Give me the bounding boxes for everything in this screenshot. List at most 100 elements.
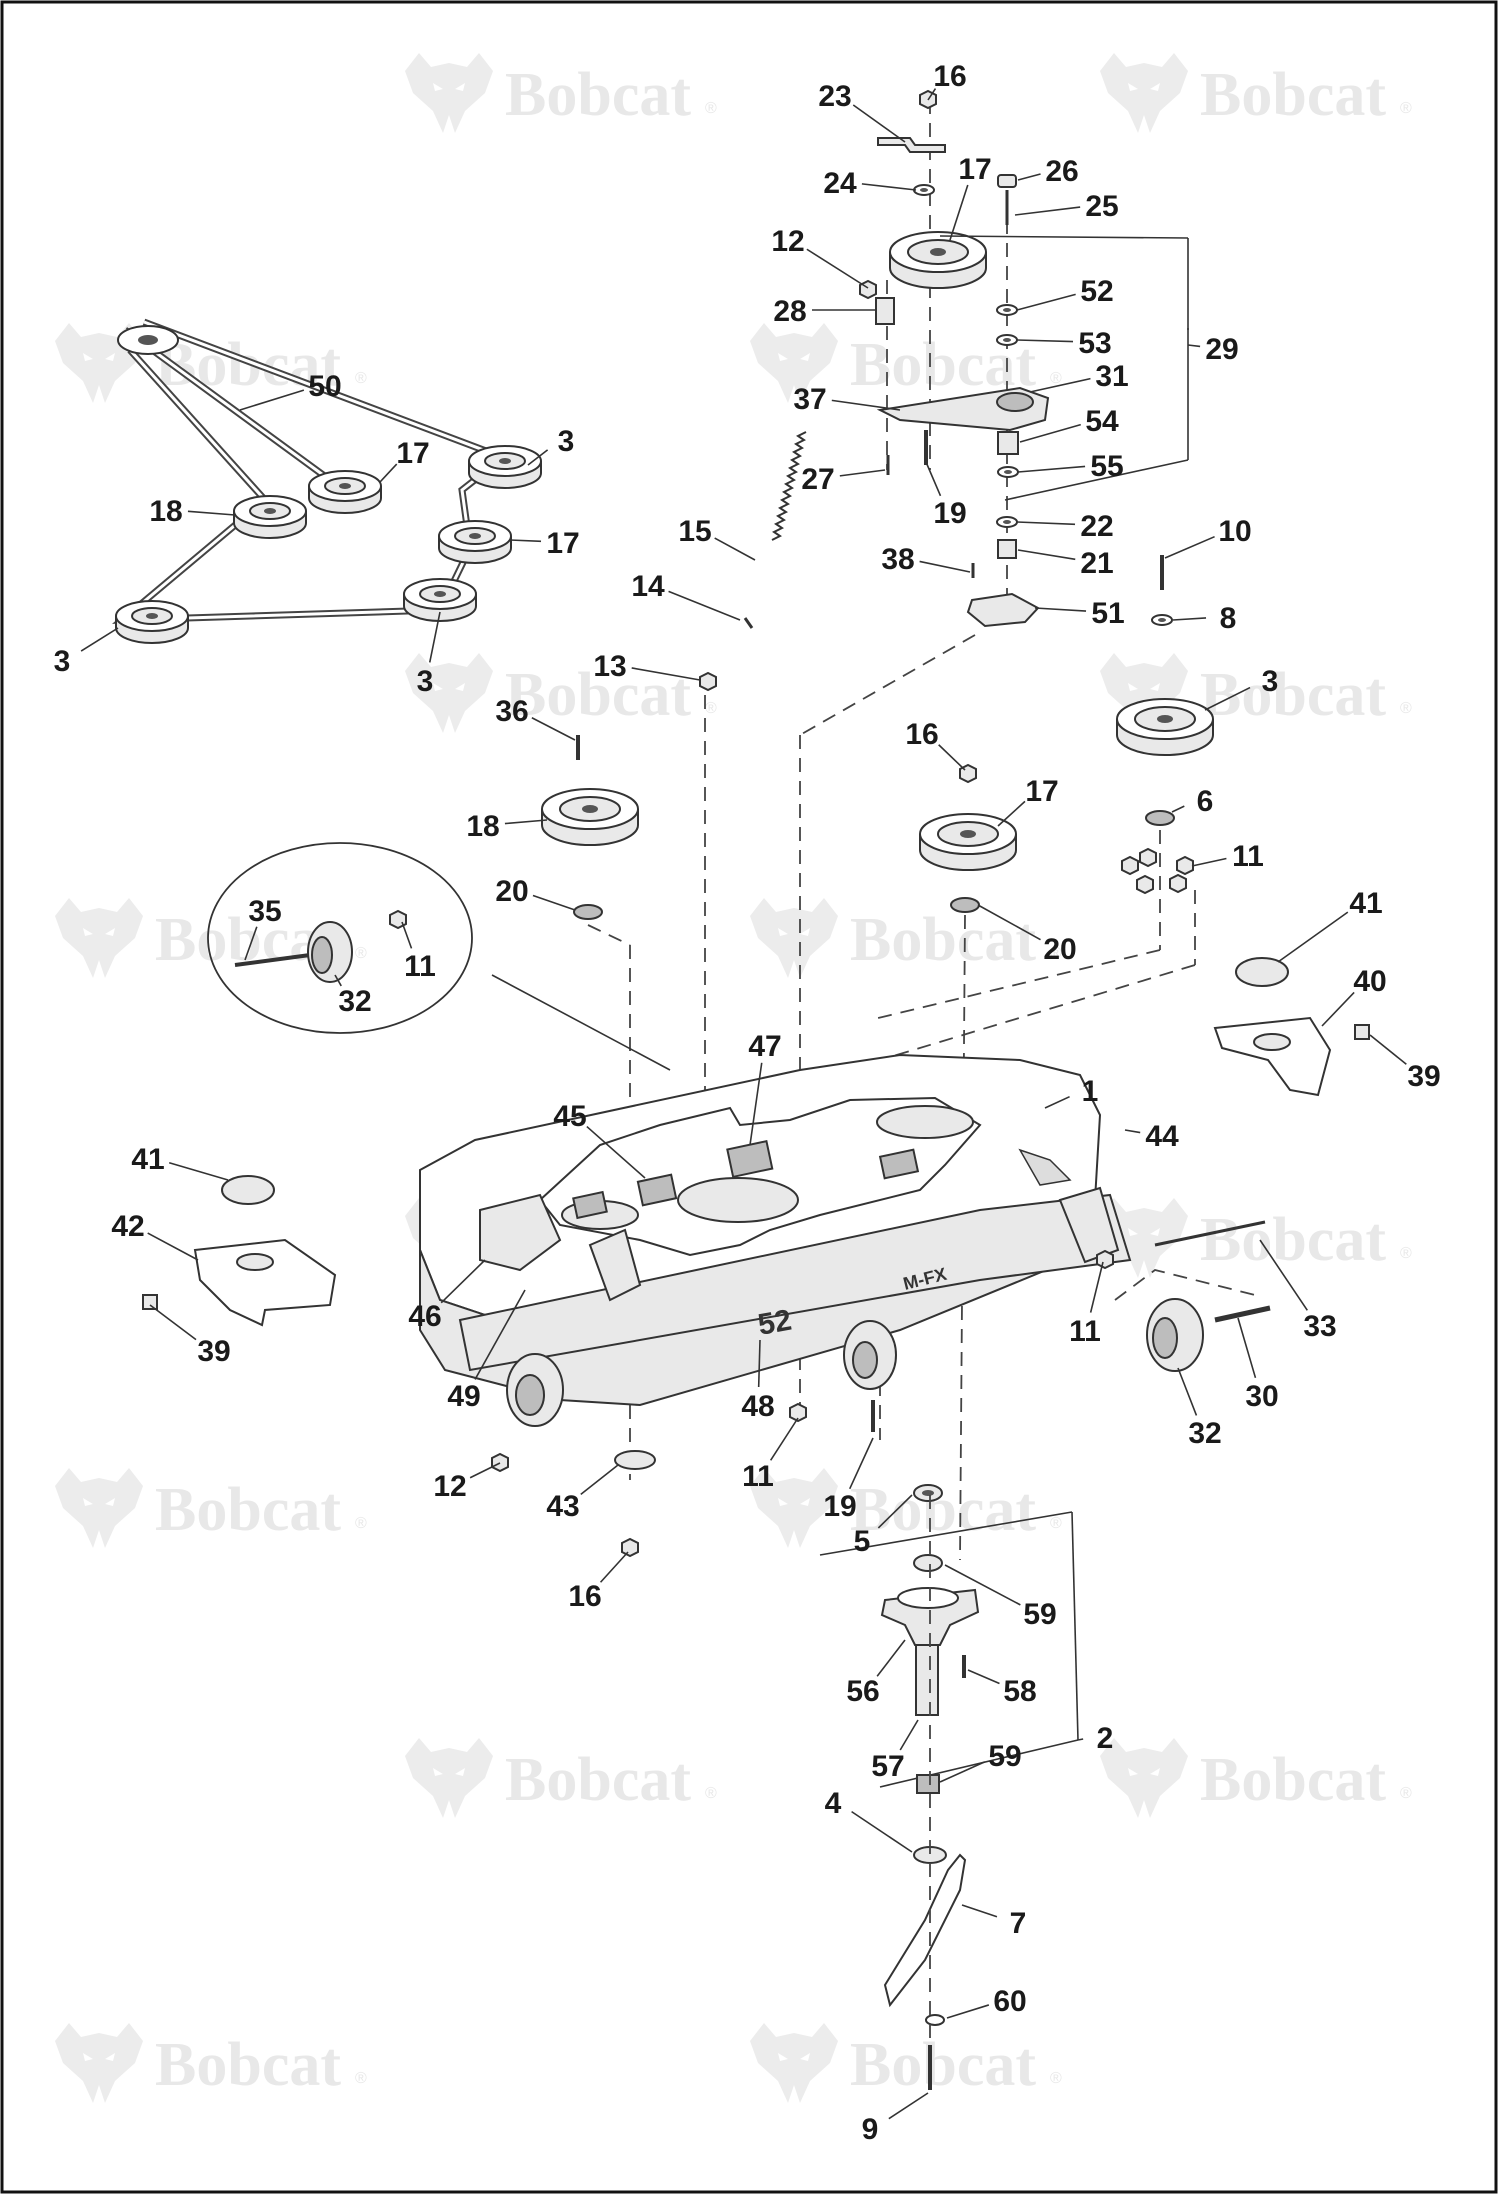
bobcat-logo-icon: [750, 898, 838, 978]
callout-number-42: 42: [111, 1210, 144, 1243]
callout-number-6: 6: [1197, 785, 1214, 818]
callout-leader: [239, 389, 305, 411]
callout-number-50: 50: [308, 370, 341, 403]
callout-number-54: 54: [1085, 405, 1119, 438]
deck-top-plate: [538, 1096, 982, 1257]
cap-26: [997, 174, 1017, 188]
callout-leader: [757, 1339, 761, 1388]
callout-leader: [334, 974, 342, 987]
bushing-54: [997, 431, 1019, 455]
callout-number-27: 27: [801, 463, 834, 496]
bobcat-watermark-reg: ®: [355, 1515, 367, 1532]
callout-number-43: 43: [546, 1490, 579, 1523]
callout-leader: [1171, 805, 1185, 813]
callout-number-21: 21: [1080, 547, 1113, 580]
bobcat-logo-icon: [405, 53, 493, 133]
callout-leader: [946, 2004, 990, 2019]
nut-11-c: [1176, 856, 1194, 875]
lower-left-fasteners: [491, 1400, 875, 1557]
washer-8: [1151, 614, 1173, 626]
bobcat-watermark-reg: ®: [705, 100, 717, 117]
bobcat-watermark: Bobcat®: [1100, 653, 1412, 733]
bobcat-watermark-reg: ®: [705, 1785, 717, 1802]
callout-leader: [1237, 1317, 1257, 1379]
callout-leader: [440, 1259, 486, 1304]
callout-leader: [1321, 991, 1355, 1027]
callout-leader: [919, 560, 971, 573]
callout-number-23: 23: [818, 80, 851, 113]
callout-leader: [925, 461, 942, 497]
callout-number-53: 53: [1078, 327, 1111, 360]
callout-number-55: 55: [1090, 450, 1123, 483]
callout-leader: [1204, 686, 1251, 711]
callout-leader: [504, 819, 548, 825]
callout-leader: [531, 717, 576, 741]
callout-leader: [1017, 549, 1076, 561]
callout-number-3: 3: [54, 645, 71, 678]
idler-pulley-18: [233, 495, 307, 539]
bobcat-watermark-reg: ®: [1400, 1785, 1412, 1802]
callout-number-5: 5: [854, 1525, 871, 1558]
callout-leader: [839, 469, 886, 477]
callout-leader: [714, 537, 756, 561]
callout-number-32: 32: [1188, 1417, 1221, 1450]
callout-leader: [1029, 377, 1091, 393]
bobcat-watermark: Bobcat®: [750, 1468, 1062, 1548]
bobcat-watermark-reg: ®: [1050, 2070, 1062, 2087]
callout-number-16: 16: [568, 1580, 601, 1613]
callout-number-29: 29: [1205, 333, 1238, 366]
callout-leader: [944, 1564, 1021, 1606]
axle-30: [1214, 1305, 1271, 1323]
bobcat-logo-icon: [55, 898, 143, 978]
bobcat-watermark-reg: ®: [1050, 370, 1062, 387]
bobcat-watermark-text: Bobcat: [1200, 1746, 1386, 1814]
callout-number-59: 59: [1023, 1598, 1056, 1631]
callout-leaders: [80, 88, 1407, 2120]
callout-number-19: 19: [933, 497, 966, 530]
washer-24: [913, 184, 935, 196]
callout-number-11: 11: [404, 950, 436, 983]
callout-number-7: 7: [1010, 1907, 1027, 1940]
callout-leader: [997, 800, 1026, 827]
bobcat-logo-icon: [750, 2023, 838, 2103]
callout-leader: [927, 88, 937, 101]
front-rail: [458, 1193, 1132, 1372]
callout-number-17: 17: [1025, 775, 1058, 808]
callout-number-39: 39: [1407, 1060, 1440, 1093]
callout-number-58: 58: [1003, 1675, 1036, 1708]
callout-leader: [1019, 423, 1081, 443]
callout-leader: [1016, 293, 1076, 311]
callout-number-3: 3: [1262, 665, 1279, 698]
callout-number-17: 17: [396, 437, 429, 470]
callout-number-60: 60: [993, 1985, 1026, 2018]
callout-leader: [527, 449, 549, 466]
side-guards: [142, 957, 1370, 1327]
callout-leader: [1191, 857, 1227, 867]
nut-11-a: [1121, 856, 1139, 875]
guard-40: [1213, 1016, 1332, 1097]
callout-leader: [401, 921, 413, 949]
bobcat-watermark: Bobcat®: [1100, 1198, 1412, 1278]
callout-leader: [509, 539, 542, 543]
callout-leader: [1164, 535, 1215, 559]
callout-leader: [147, 1232, 199, 1261]
callout-number-18: 18: [466, 810, 499, 843]
belt-drive-assembly: [112, 318, 542, 644]
callout-number-36: 36: [495, 695, 528, 728]
pulley-18-lower: [541, 788, 639, 846]
callout-number-39: 39: [197, 1335, 230, 1368]
discharge-decal: [1018, 1148, 1072, 1186]
callout-leader: [1124, 1129, 1141, 1134]
callout-leader: [1369, 1034, 1407, 1065]
callout-number-52: 52: [1080, 275, 1113, 308]
plug-41-left: [221, 1175, 275, 1205]
callout-leader: [469, 1462, 501, 1479]
callout-leader: [1016, 521, 1076, 526]
callout-leader: [876, 1639, 906, 1677]
spindle-pulley-3-lower: [1116, 698, 1214, 756]
callout-number-56: 56: [846, 1675, 879, 1708]
callout-leader: [168, 1162, 229, 1181]
callout-leader: [899, 1719, 919, 1751]
